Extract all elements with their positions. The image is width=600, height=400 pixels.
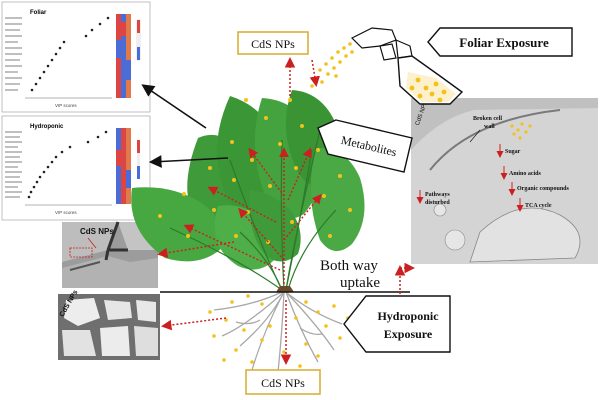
- vip-foliar-xaxis: VIP scores: [55, 103, 77, 108]
- tem-leaf-pointer: [87, 237, 97, 249]
- hydroponic-label-line2: Exposure: [384, 327, 433, 341]
- vip-chart-hydroponic: Hydroponic VIP scores: [1, 115, 151, 221]
- metabolite-sugar: Sugar: [505, 149, 521, 155]
- both-way-line2: uptake: [340, 275, 380, 291]
- vip-foliar-heatmap: [116, 14, 141, 98]
- vip-hydroponic-xaxis: VIP scores: [55, 210, 77, 215]
- vip-hydroponic-heatmap: [116, 128, 140, 204]
- cell-micrograph: CdS NPs Broken cell wall Sugar Amino aci…: [411, 98, 598, 264]
- vip-foliar-points: [30, 16, 110, 92]
- cds-bottom-box: CdS NPs: [245, 369, 321, 395]
- metabolite-tca-cycle: TCA cycle: [525, 203, 552, 209]
- micrograph-wall-label-line2: wall: [484, 124, 495, 130]
- pathways-line2: disturbed: [425, 200, 450, 206]
- plant-roots: [213, 291, 343, 373]
- tem-root-image: CdS NPs: [58, 289, 160, 360]
- metabolite-organic-compounds: Organic compounds: [517, 186, 570, 192]
- tem-leaf-label: CdS NPs: [80, 227, 114, 236]
- cds-top-box: CdS NPs: [237, 31, 309, 55]
- foliar-exposure-label: Foliar Exposure: [459, 35, 549, 50]
- pathways-line1: Pathways: [425, 192, 450, 198]
- metabolite-amino-acids: Amino acids: [509, 171, 542, 177]
- both-way-uptake-label: Both way uptake: [320, 258, 380, 291]
- pointer-arrows: [141, 84, 229, 168]
- vip-foliar-row-labels: [5, 17, 22, 91]
- exposure-arrows: [157, 57, 415, 365]
- micrograph-nanoparticles: [510, 122, 532, 140]
- metabolites-callout: Metabolites: [317, 119, 413, 173]
- vip-hydroponic-points: [27, 130, 108, 199]
- hydroponic-label-line1: Hydroponic: [377, 309, 439, 323]
- foliar-exposure-callout: Foliar Exposure: [427, 27, 573, 57]
- internal-transport-arrows: [183, 147, 322, 284]
- vip-chart-foliar: Foliar VIP scores: [1, 1, 151, 113]
- vip-foliar-title: Foliar: [30, 10, 47, 16]
- cds-bottom-label: CdS NPs: [261, 376, 305, 390]
- leaf-nanoparticles: [158, 98, 352, 244]
- micrograph-wall-label-line1: Broken cell: [473, 116, 502, 122]
- vip-hydroponic-title: Hydroponic: [30, 124, 64, 130]
- hydroponic-exposure-callout: Hydroponic Exposure: [343, 295, 451, 353]
- cds-top-label: CdS NPs: [251, 37, 295, 51]
- spray-bottle-icon: [350, 27, 464, 105]
- metabolite-change-arrows: [416, 144, 524, 212]
- spray-particles: [310, 42, 354, 88]
- root-nanoparticles: [208, 294, 350, 368]
- both-way-line1: Both way: [320, 258, 378, 274]
